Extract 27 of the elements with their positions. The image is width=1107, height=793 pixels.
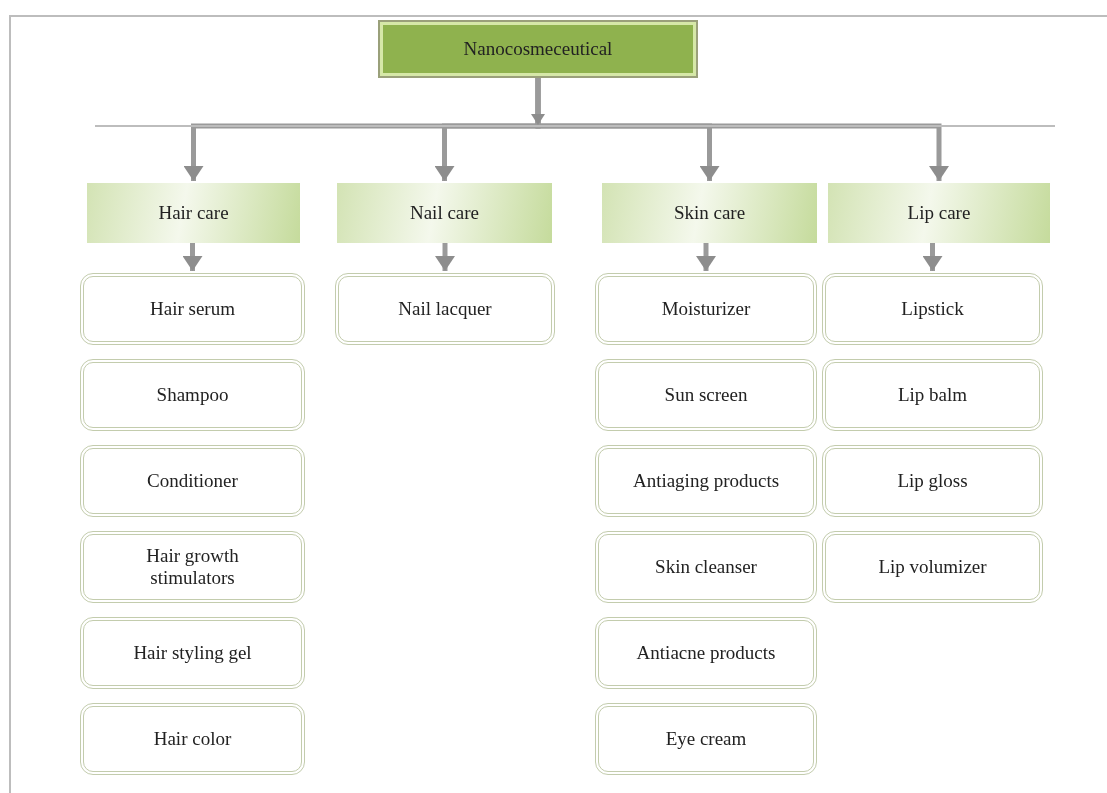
arrow — [182, 243, 203, 271]
category-box: Nail care — [337, 183, 552, 243]
root-box: Nanocosmeceutical — [378, 20, 698, 78]
item-box: Skin cleanser — [595, 531, 817, 603]
item-box: Sun screen — [595, 359, 817, 431]
item-box: Moisturizer — [595, 273, 817, 345]
arrow — [696, 243, 716, 271]
item-box: Antiacne products — [595, 617, 817, 689]
item-box: Nail lacquer — [335, 273, 555, 345]
item-box: Hair color — [80, 703, 305, 775]
item-box: Lip volumizer — [822, 531, 1043, 603]
item-box: Conditioner — [80, 445, 305, 517]
category-box: Lip care — [828, 183, 1050, 243]
item-box: Hair growth stimulators — [80, 531, 305, 603]
item-box: Eye cream — [595, 703, 817, 775]
item-box: Lip balm — [822, 359, 1043, 431]
arrow — [535, 78, 949, 181]
arrow — [922, 243, 943, 271]
category-box: Hair care — [87, 183, 300, 243]
item-box: Antiaging products — [595, 445, 817, 517]
item-box: Hair styling gel — [80, 617, 305, 689]
item-box: Hair serum — [80, 273, 305, 345]
category-box: Skin care — [602, 183, 817, 243]
item-box: Shampoo — [80, 359, 305, 431]
arrow — [435, 243, 455, 271]
item-box: Lip gloss — [822, 445, 1043, 517]
item-box: Lipstick — [822, 273, 1043, 345]
